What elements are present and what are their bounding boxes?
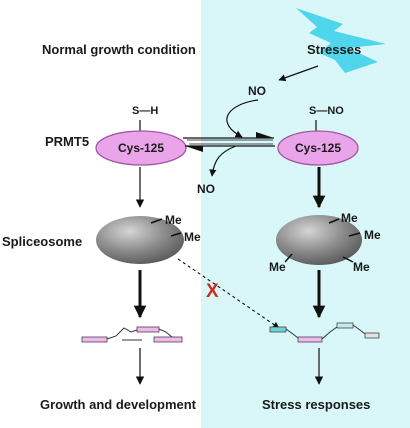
methyl-mark: Me [269, 260, 286, 274]
methyl-mark: Me [184, 230, 201, 244]
no-output-label: NO [197, 182, 215, 196]
methyl-mark: Me [165, 213, 182, 227]
no-input-label: NO [248, 84, 266, 98]
right-cys125-label: Cys-125 [295, 141, 341, 155]
methyl-mark: Me [364, 228, 381, 242]
growth-label: Growth and development [40, 397, 197, 412]
normal-splicing-transcript [81, 326, 183, 343]
methyl-mark: Me [341, 211, 358, 225]
spliceosome-stress: Me Me Me Me [269, 211, 381, 274]
stress-panel-background [201, 0, 410, 428]
no-incorporation-arrow [226, 99, 259, 138]
methyl-mark: Me [353, 260, 370, 274]
stress-to-no-arrow [278, 65, 319, 82]
prmt5-reduced-enzyme: S—H Cys-125 [95, 105, 187, 166]
lightning-icon [296, 8, 386, 73]
equilibrium-arrows [183, 132, 275, 152]
blocked-dashed-arrow [177, 258, 280, 329]
prmt5-nitrosylated-enzyme: S—NO Cys-125 [277, 105, 359, 166]
spliceosome-label: Spliceosome [2, 234, 82, 249]
stress-responses-label: Stress responses [262, 397, 370, 412]
nitrosothiol-group-label: S—NO [309, 105, 344, 117]
prmt5-label: PRMT5 [45, 134, 89, 149]
spliceosome-normal: Me Me [96, 213, 201, 264]
thiol-group-label: S—H [132, 105, 158, 117]
normal-condition-label: Normal growth condition [42, 42, 196, 57]
no-release-arrow [209, 145, 237, 177]
blocked-mark: X [206, 281, 219, 302]
left-cys125-label: Cys-125 [118, 141, 164, 155]
stress-splicing-transcript [269, 322, 380, 343]
stresses-label: Stresses [307, 42, 361, 57]
